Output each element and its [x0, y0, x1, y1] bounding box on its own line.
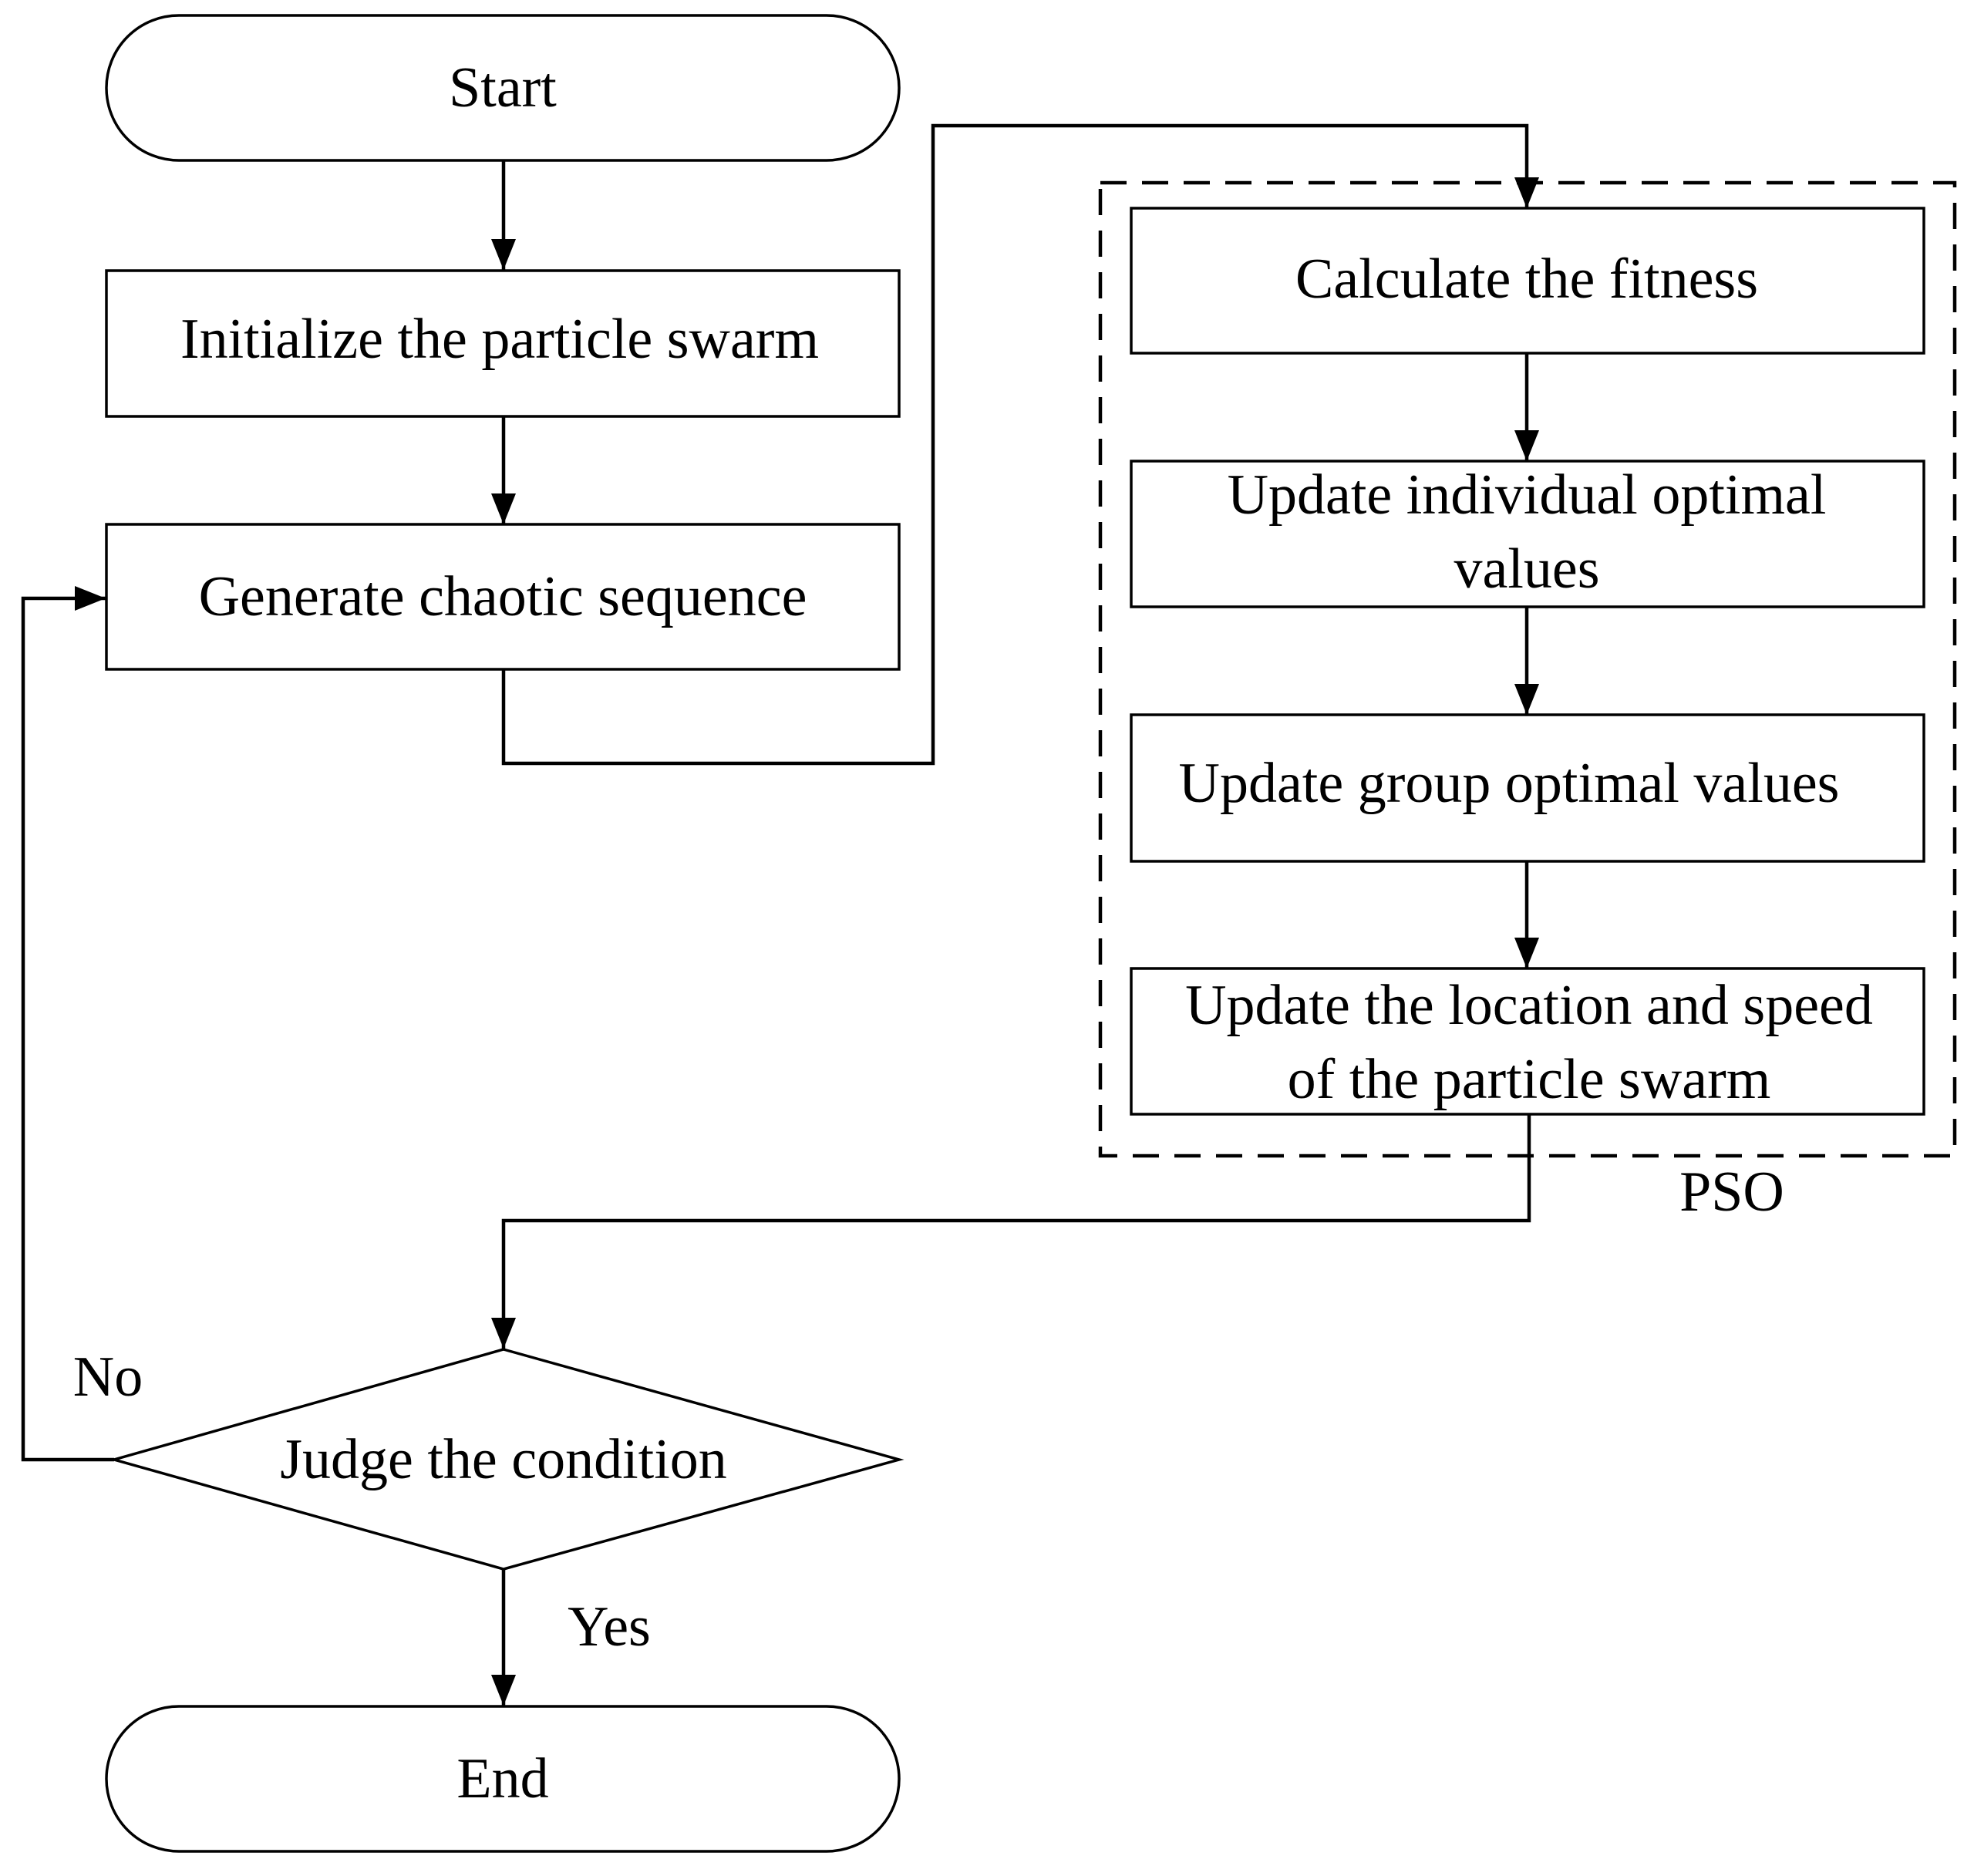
- yes-branch-label: Yes: [568, 1595, 651, 1659]
- end-label: End: [456, 1747, 548, 1810]
- judge-condition-diamond: [109, 1348, 904, 1571]
- individual-optimal-box: [1130, 460, 1925, 608]
- edge-location-to-judge: [491, 1114, 1531, 1349]
- edge-judge-no-loop: [21, 586, 114, 1462]
- initialize-swarm-box: [105, 269, 901, 418]
- start-label: Start: [449, 56, 557, 120]
- end-terminator: [105, 1705, 901, 1853]
- chaotic-sequence-box: [105, 523, 901, 671]
- fitness-box: [1130, 207, 1925, 355]
- start-terminator: [105, 14, 901, 162]
- edge-chaos-to-fitness: [501, 123, 1539, 766]
- judge-condition-label: Judge the condition: [280, 1428, 727, 1491]
- initialize-swarm-label: Initialize the particle swarm: [180, 308, 819, 371]
- fitness-label: Calculate the fitness: [1295, 248, 1758, 311]
- location-speed-box: [1130, 967, 1925, 1116]
- location-speed-label-line1: Update the location and speed: [1185, 974, 1873, 1037]
- location-speed-label-line2: of the particle swarm: [1288, 1048, 1771, 1111]
- pso-group-label: PSO: [1679, 1160, 1784, 1224]
- no-branch-label: No: [73, 1346, 143, 1409]
- individual-optimal-label-line1: Update individual optimal: [1228, 463, 1827, 527]
- group-optimal-box: [1130, 713, 1925, 863]
- individual-optimal-label-line2: values: [1454, 537, 1599, 601]
- group-optimal-label: Update group optimal values: [1179, 752, 1840, 815]
- chaotic-sequence-label: Generate chaotic sequence: [199, 565, 807, 628]
